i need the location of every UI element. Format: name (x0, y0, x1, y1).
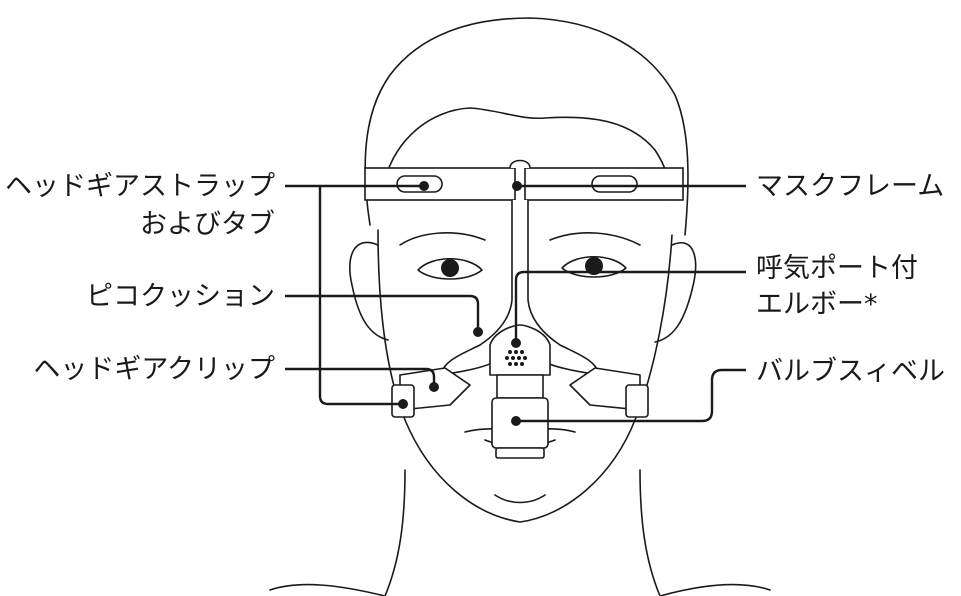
label-elbow-line2: エルボー* (756, 289, 878, 320)
leader-elbow (516, 272, 746, 342)
headgear-clip-right (626, 385, 648, 417)
shoulder-left (270, 585, 385, 596)
left-pupil (441, 259, 459, 277)
valve-swivel-base (496, 448, 544, 458)
label-headgear-clip: ヘッドギアクリップ (33, 354, 275, 385)
label-elbow-line1: 呼気ポート付 (756, 253, 918, 284)
strap-slot-right (592, 176, 637, 192)
frame-top-tab (510, 161, 530, 169)
elbow (497, 375, 543, 398)
label-headgear-strap-line1: ヘッドギアストラップ (5, 171, 275, 202)
right-eyebrow (550, 233, 640, 245)
neck-right (640, 470, 660, 596)
neck-left (385, 470, 405, 596)
pico-cushion (490, 325, 550, 375)
shoulder-right (660, 585, 770, 596)
label-valve-swivel: バルブスィベル (756, 356, 945, 387)
label-headgear-strap-line2: およびタブ (140, 209, 275, 240)
label-pico-cushion: ピコクッション (86, 281, 275, 312)
left-eyebrow (400, 233, 485, 245)
chin (495, 495, 545, 503)
label-mask-frame: マスクフレーム (756, 171, 944, 202)
